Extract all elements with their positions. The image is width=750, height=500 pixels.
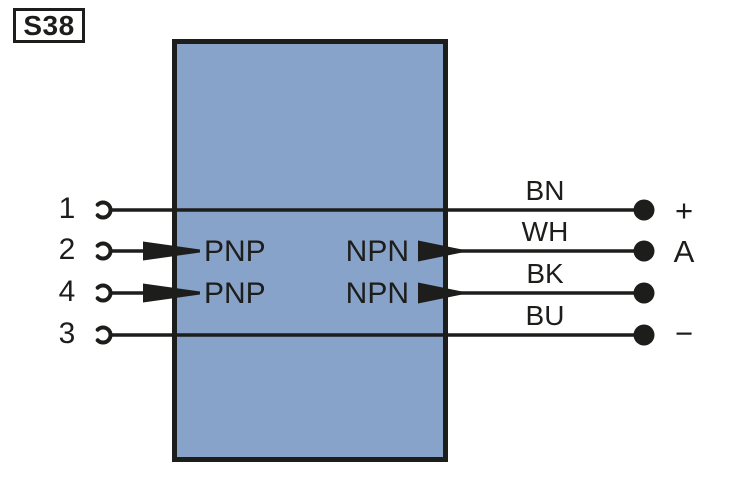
npn-label-2: NPN xyxy=(346,277,409,310)
wire-bn-label: BN xyxy=(526,175,565,206)
wire-bu-label: BU xyxy=(526,300,565,331)
terminal-plus: + xyxy=(675,193,693,228)
wire-wh-label: WH xyxy=(522,216,569,247)
wire-wh-junction-dot xyxy=(633,240,655,262)
wire-bk-label: BK xyxy=(526,258,564,289)
pin1-number: 1 xyxy=(59,192,76,225)
wire-bk-junction-dot xyxy=(633,282,655,304)
pnp-label-1: PNP xyxy=(204,235,266,268)
wire-bn-junction-dot xyxy=(633,199,655,221)
pin4-number: 4 xyxy=(59,275,76,308)
pin2-connector-icon xyxy=(95,241,113,261)
pnp-label-2: PNP xyxy=(204,277,266,310)
pin4-connector-icon xyxy=(95,283,113,303)
terminal-minus: − xyxy=(675,316,693,351)
pin2-input-arrow-icon xyxy=(143,241,200,261)
pin3-connector-icon xyxy=(95,325,113,345)
pin1-connector-icon xyxy=(95,200,113,220)
model-badge: S38 xyxy=(13,8,85,43)
model-badge-label: S38 xyxy=(23,9,75,41)
pin2-number: 2 xyxy=(59,233,76,266)
pin3-number: 3 xyxy=(59,317,76,350)
npn-output-arrow-icon-1 xyxy=(418,240,462,262)
npn-label-1: NPN xyxy=(346,235,409,268)
device-body xyxy=(172,39,448,462)
wire-bu-junction-dot xyxy=(633,324,655,346)
pin4-input-arrow-icon xyxy=(143,283,200,303)
terminal-a: A xyxy=(674,234,695,269)
npn-output-arrow-icon-2 xyxy=(418,282,462,304)
